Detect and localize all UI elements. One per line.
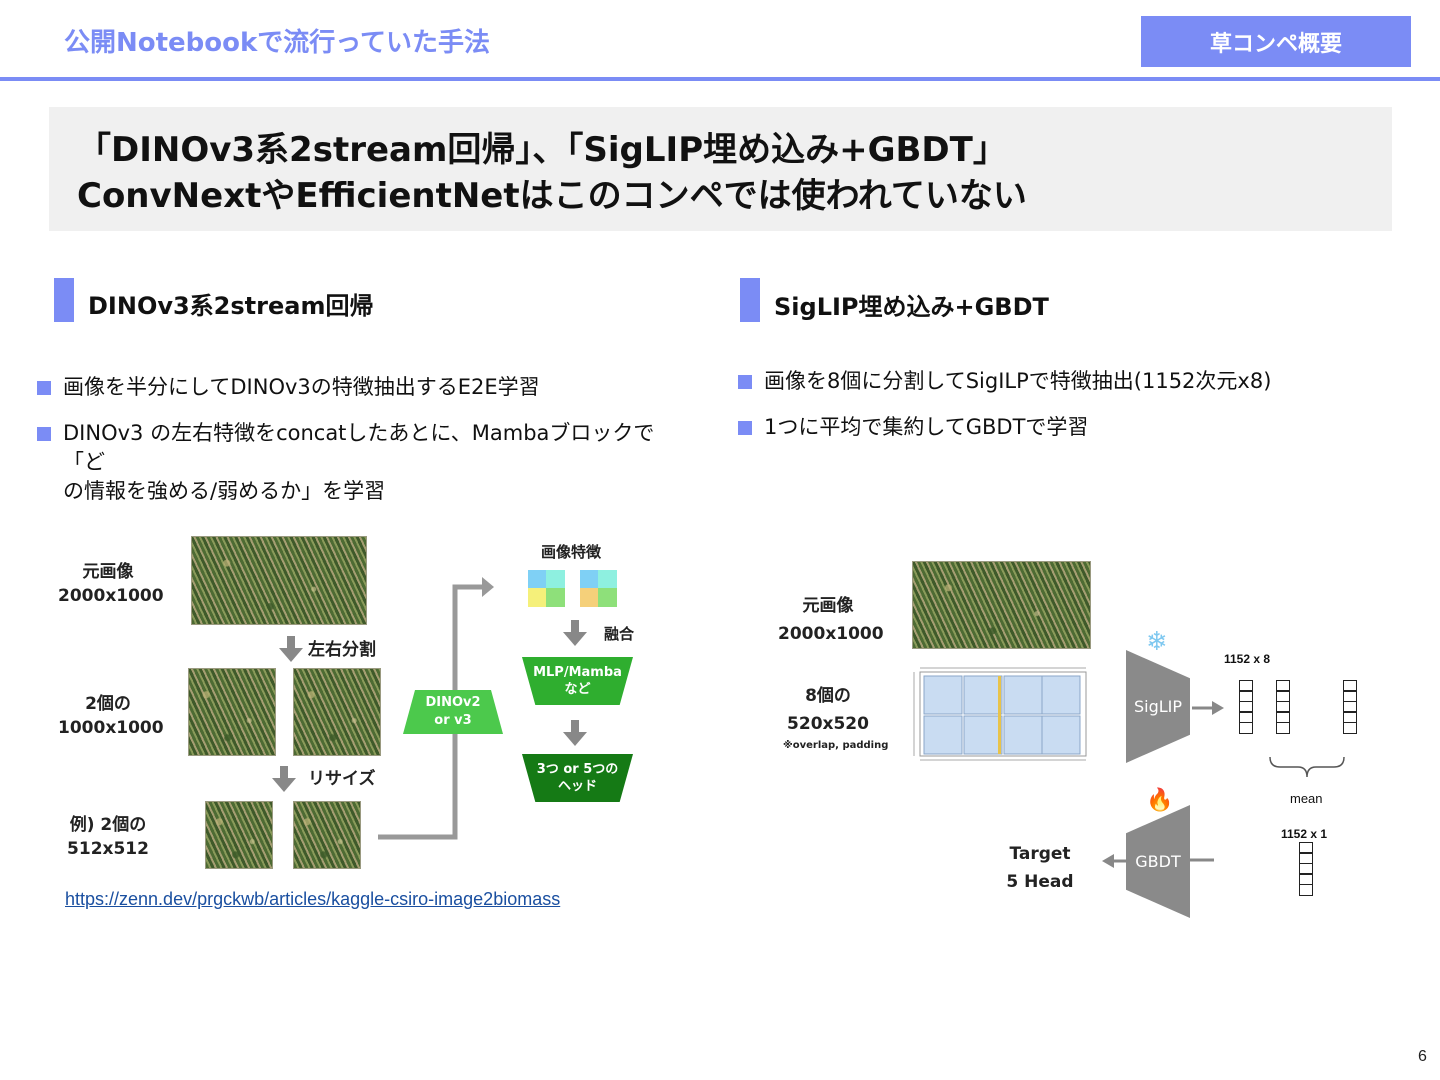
bullet-marker (738, 421, 752, 435)
heads-line-2: ヘッド (537, 778, 619, 795)
right-label-eight: 8個の 520x520 (778, 682, 878, 738)
left-section-marker (54, 278, 74, 322)
right-label-original: 元画像 2000x1000 (778, 592, 878, 648)
dim-1-label: 1152 x 1 (1281, 827, 1327, 841)
target-line-2: 5 Head (1000, 868, 1080, 896)
vector-column-2 (1276, 681, 1290, 734)
left-bullet-1-text: 画像を半分にしてDINOv3の特徴抽出するE2E学習 (63, 373, 540, 402)
vector-mean (1299, 843, 1313, 896)
step-resize-label: リサイズ (308, 767, 376, 791)
section-badge: 草コンペ概要 (1141, 16, 1411, 67)
dino-line-2: or v3 (425, 712, 480, 730)
fuse-arrow-icon (563, 620, 587, 646)
left-bullet-1: 画像を半分にしてDINOv3の特徴抽出するE2E学習 (37, 373, 677, 402)
right-bullet-2-text: 1つに平均で集約してGBDTで学習 (764, 413, 1088, 442)
left-bullet-2-line-1: DINOv3 の左右特徴をconcatしたあとに、Mambaブロックで「ど (63, 419, 677, 477)
fusion-line-2: など (533, 681, 622, 698)
patch-grid-diagram (910, 664, 1100, 764)
left-label-example-line-2: 512x512 (58, 837, 158, 861)
grass-image-siglip (912, 561, 1091, 649)
left-label-original: 元画像 2000x1000 (58, 560, 158, 608)
features-label: 画像特徴 (541, 540, 601, 564)
mean-label: mean (1290, 791, 1323, 806)
feature-tiles-icon (528, 570, 620, 608)
step-split-label: 左右分割 (308, 638, 376, 662)
fire-icon: 🔥 (1146, 789, 1173, 813)
dim-8-label: 1152 x 8 (1224, 652, 1270, 666)
heads-block: 3つ or 5つの ヘッド (522, 754, 633, 802)
left-label-original-line-2: 2000x1000 (58, 584, 158, 608)
dino-backbone-block: DINOv2 or v3 (403, 690, 503, 734)
page-header-title: 公開Notebookで流行っていた手法 (64, 22, 490, 59)
left-section-title: DINOv3系2stream回帰 (88, 286, 373, 321)
target-label: Target 5 Head (1000, 840, 1080, 896)
bullet-marker (37, 381, 51, 395)
right-label-eight-line-1: 8個の (778, 682, 878, 710)
left-label-example: 例) 2個の 512x512 (58, 813, 158, 861)
left-label-original-line-1: 元画像 (58, 560, 158, 584)
grass-image-original (191, 536, 367, 625)
right-bullet-2: 1つに平均で集約してGBDTで学習 (738, 413, 1378, 442)
vector-column-8 (1343, 681, 1357, 734)
fuse-label: 融合 (604, 622, 634, 646)
grass-image-left-half (188, 668, 276, 756)
summary-line-1: 「DINOv3系2stream回帰」、「SigLIP埋め込み+GBDT」 (77, 127, 1364, 173)
grass-image-resized-left (205, 801, 273, 869)
overlap-note: ※overlap, padding (783, 740, 888, 751)
left-bullet-2-text: DINOv3 の左右特徴をconcatしたあとに、Mambaブロックで「ど の情… (63, 419, 677, 506)
vector-column-1 (1239, 681, 1253, 734)
summary-box: 「DINOv3系2stream回帰」、「SigLIP埋め込み+GBDT」 Con… (49, 107, 1392, 231)
dino-line-1: DINOv2 (425, 694, 480, 712)
head-arrow-icon (563, 720, 587, 746)
reference-link[interactable]: https://zenn.dev/prgckwb/articles/kaggle… (65, 889, 560, 910)
bullet-marker (738, 375, 752, 389)
fusion-line-1: MLP/Mamba (533, 664, 622, 681)
siglip-output-arrow-icon (1192, 699, 1226, 717)
left-label-two: 2個の 1000x1000 (58, 692, 158, 740)
bullet-marker (37, 427, 51, 441)
left-label-two-line-1: 2個の (58, 692, 158, 716)
grass-image-right-half (293, 668, 381, 756)
left-bullet-2-line-2: の情報を強める/弱めるか」を学習 (63, 477, 677, 506)
left-bullet-2: DINOv3 の左右特徴をconcatしたあとに、Mambaブロックで「ど の情… (37, 419, 677, 506)
right-label-original-line-2: 2000x1000 (778, 620, 878, 648)
heads-line-1: 3つ or 5つの (537, 761, 619, 778)
left-label-example-line-1: 例) 2個の (58, 813, 158, 837)
fusion-block: MLP/Mamba など (522, 657, 633, 705)
right-bullet-1: 画像を8個に分割してSigILPで特徴抽出(1152次元x8) (738, 367, 1378, 396)
gbdt-output-arrow-icon (1102, 852, 1130, 870)
left-label-two-line-2: 1000x1000 (58, 716, 158, 740)
target-line-1: Target (1000, 840, 1080, 868)
snowflake-icon: ❄ (1146, 629, 1168, 655)
right-section-marker (740, 278, 760, 322)
mean-brace-icon (1268, 755, 1346, 781)
right-label-eight-line-2: 520x520 (778, 710, 878, 738)
grass-image-resized-right (293, 801, 361, 869)
right-section-title: SigLIP埋め込み+GBDT (774, 287, 1049, 322)
gbdt-block: GBDT (1126, 805, 1190, 918)
summary-line-2: ConvNextやEfficientNetはこのコンペでは使われていない (77, 173, 1364, 219)
right-bullet-1-text: 画像を8個に分割してSigILPで特徴抽出(1152次元x8) (764, 367, 1271, 396)
split-arrow-icon (279, 636, 303, 662)
gbdt-input-line-icon (1186, 853, 1216, 867)
right-label-original-line-1: 元画像 (778, 592, 878, 620)
resize-arrow-icon (272, 766, 296, 792)
page-number: 6 (1418, 1048, 1427, 1066)
siglip-encoder-block: SigLIP (1126, 650, 1190, 763)
header-divider (0, 77, 1440, 81)
